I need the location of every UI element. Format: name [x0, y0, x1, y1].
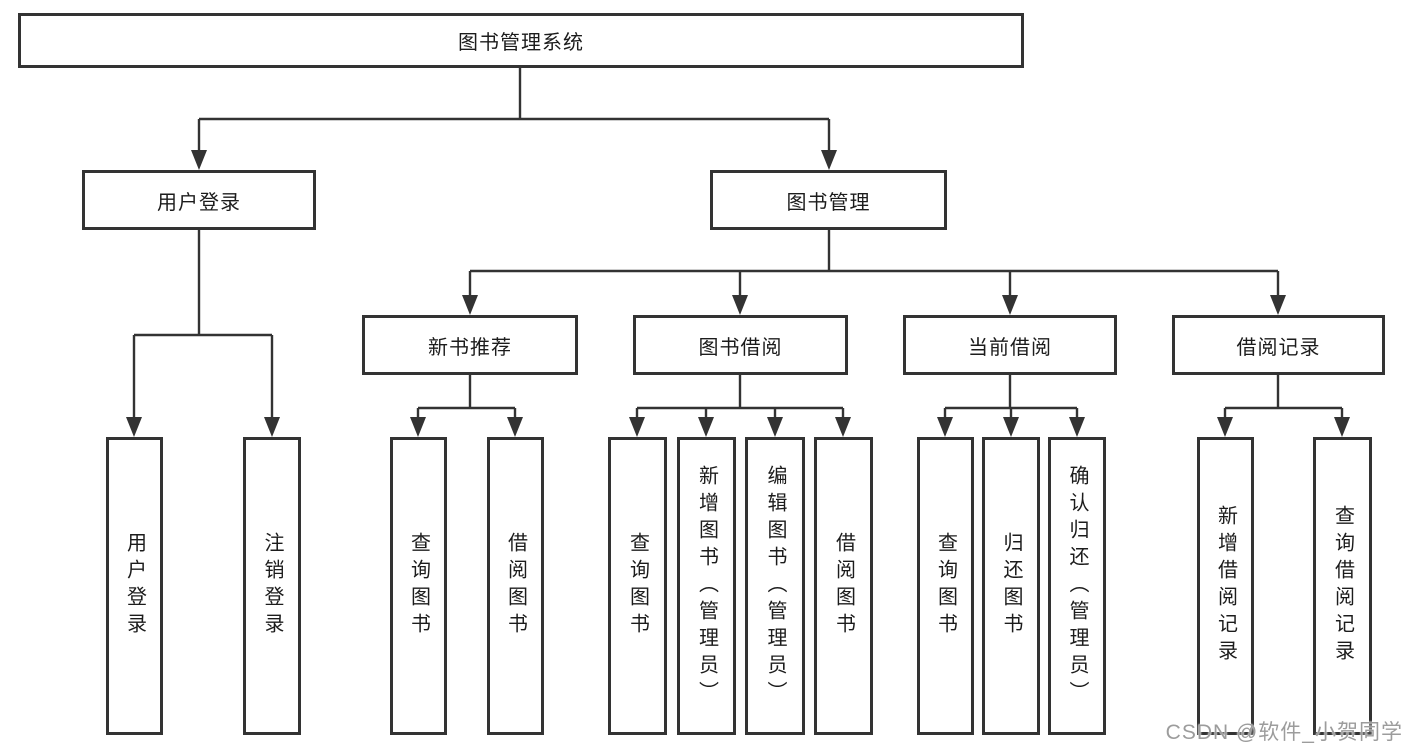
node-book-management-label: 图书管理	[786, 191, 871, 214]
node-borrow-records: 借阅记录	[1172, 315, 1385, 375]
node-current-borrow: 当前借阅	[903, 315, 1117, 375]
csdn-watermark: CSDN @软件_小贺同学	[1165, 721, 1403, 744]
leaf-return-book-label: 归还图书	[1000, 532, 1022, 640]
leaf-borrow-books-recommend: 借阅图书	[487, 437, 544, 735]
leaf-query-books-recommend: 查询图书	[390, 437, 447, 735]
leaf-query-books-borrow-label: 查询图书	[626, 532, 649, 640]
node-book-borrow-label: 图书借阅	[698, 336, 783, 359]
leaf-query-books-borrow: 查询图书	[608, 437, 667, 735]
leaf-add-borrow-record: 新增借阅记录	[1197, 437, 1254, 735]
leaf-query-books-recommend-label: 查询图书	[407, 532, 430, 640]
leaf-edit-book-admin: 编辑图书（管理员）	[745, 437, 805, 735]
leaf-borrow-books-recommend-label: 借阅图书	[504, 532, 527, 640]
leaf-edit-book-admin-label: 编辑图书（管理员）	[764, 464, 786, 708]
node-user-login: 用户登录	[82, 170, 316, 230]
node-borrow-records-label: 借阅记录	[1236, 336, 1321, 359]
node-root: 图书管理系统	[18, 13, 1024, 68]
leaf-logout-label: 注销登录	[261, 532, 283, 640]
leaf-user-login: 用户登录	[106, 437, 163, 735]
leaf-borrow-books-label: 借阅图书	[832, 532, 855, 640]
leaf-query-books-current: 查询图书	[917, 437, 974, 735]
node-user-login-label: 用户登录	[157, 191, 241, 214]
node-root-label: 图书管理系统	[458, 32, 584, 54]
leaf-return-book: 归还图书	[982, 437, 1040, 735]
node-current-borrow-label: 当前借阅	[968, 336, 1052, 359]
node-book-borrow: 图书借阅	[633, 315, 848, 375]
leaf-confirm-return-admin: 确认归还（管理员）	[1048, 437, 1106, 735]
leaf-user-login-label: 用户登录	[123, 532, 146, 640]
node-new-book-recommend-label: 新书推荐	[428, 336, 512, 359]
leaf-add-borrow-record-label: 新增借阅记录	[1214, 505, 1237, 667]
leaf-add-book-admin: 新增图书（管理员）	[677, 437, 736, 735]
leaf-add-book-admin-label: 新增图书（管理员）	[695, 464, 718, 708]
leaf-query-borrow-record: 查询借阅记录	[1313, 437, 1372, 735]
leaf-query-borrow-record-label: 查询借阅记录	[1331, 505, 1354, 667]
leaf-borrow-books: 借阅图书	[814, 437, 873, 735]
node-new-book-recommend: 新书推荐	[362, 315, 578, 375]
leaf-query-books-current-label: 查询图书	[934, 532, 957, 640]
leaf-confirm-return-admin-label: 确认归还（管理员）	[1066, 464, 1088, 708]
node-book-management: 图书管理	[710, 170, 947, 230]
leaf-logout: 注销登录	[243, 437, 301, 735]
